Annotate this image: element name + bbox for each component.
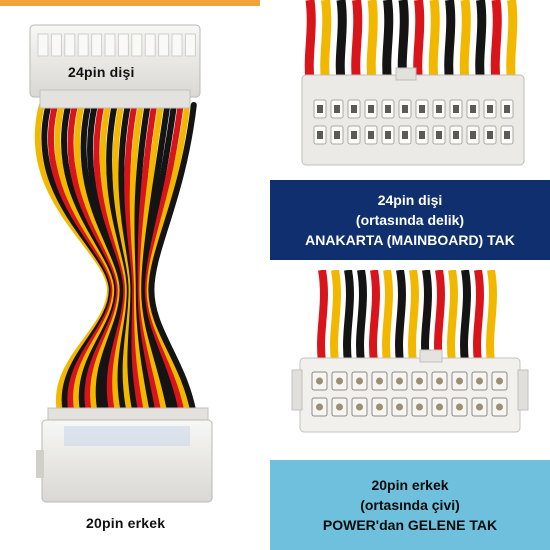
caption-line: (ortasında delik) [355,212,465,228]
label-20pin-male: 20pin erkek [86,515,166,531]
caption-line: (ortasında çivi) [360,497,460,513]
cable-illustration [29,24,213,503]
caption-line: POWER'dan GELENE TAK [322,517,498,533]
24pin-closeup-illustration [301,0,525,166]
24pin-female-closeup-photo [270,0,550,180]
caption-line: 24pin dişi [377,192,443,208]
20pin-male-connector-icon [36,407,213,503]
bottom-right-caption: 20pin erkek (ortasında çivi) POWER'dan G… [270,460,550,550]
20pin-closeup-illustration [291,270,529,433]
adapter-cable-photo: 24pin dişi 20pin erkek [0,0,260,550]
20pin-male-closeup-photo [270,270,550,460]
top-right-caption: 24pin dişi (ortasında delik) ANAKARTA (M… [270,180,550,260]
caption-line: 20pin erkek [371,477,449,493]
label-24pin-female: 24pin dişi [68,64,135,80]
24pin-female-connector-icon [29,24,201,109]
accent-rule [0,0,260,6]
caption-line: ANAKARTA (MAINBOARD) TAK [305,232,515,248]
